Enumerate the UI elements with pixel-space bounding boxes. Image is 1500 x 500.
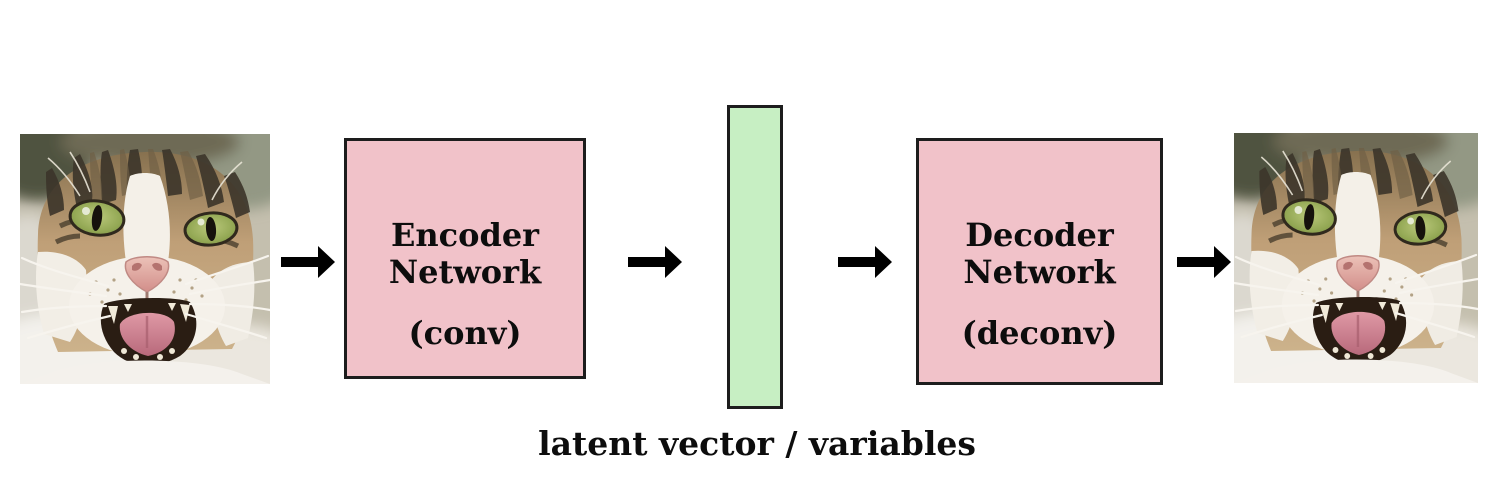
decoder-subtitle: (deconv) — [961, 314, 1118, 352]
arrow-right-icon — [281, 244, 335, 280]
arrow-right-icon — [628, 244, 682, 280]
latent-vector-label: latent vector / variables — [538, 424, 976, 463]
decoder-label-line1: Decoder — [965, 216, 1114, 254]
input-cat-photo — [20, 134, 270, 384]
decoder-network-box: Decoder Network (deconv) — [916, 138, 1163, 385]
encoder-network-box: Encoder Network (conv) — [344, 138, 586, 379]
encoder-subtitle: (conv) — [408, 314, 522, 352]
encoder-label-line2: Network — [388, 253, 542, 291]
encoder-label-line1: Encoder — [390, 216, 540, 254]
latent-vector-bar — [727, 105, 783, 409]
arrow-right-icon — [1177, 244, 1231, 280]
reconstructed-cat-photo — [1234, 133, 1478, 383]
cat-face-image — [1234, 133, 1478, 383]
cat-face-image — [20, 134, 270, 384]
decoder-label-line2: Network — [963, 253, 1116, 291]
arrow-right-icon — [838, 244, 892, 280]
